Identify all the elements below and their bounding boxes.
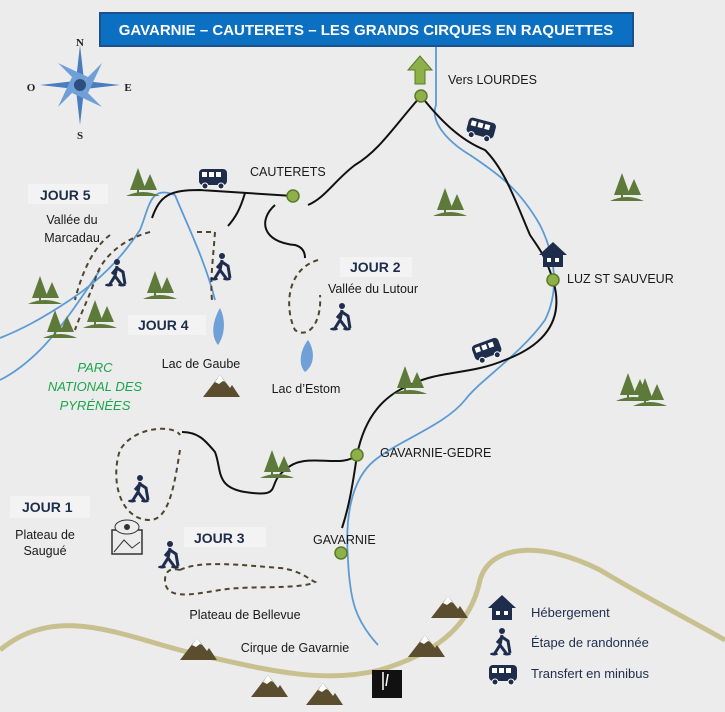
mountain-icon xyxy=(306,683,343,705)
legend-label: Hébergement xyxy=(531,605,610,620)
bus-icon xyxy=(198,168,228,190)
mountain-icon xyxy=(431,596,468,618)
hiker-icon xyxy=(156,539,181,570)
tree-icon xyxy=(126,168,160,196)
house-icon xyxy=(488,595,516,620)
compass-e: E xyxy=(124,82,131,94)
legend-label: Étape de randonnée xyxy=(531,635,649,650)
node-lourdes xyxy=(414,89,428,103)
jour1-label: JOUR 1 xyxy=(22,499,73,515)
jour1-place-1: Plateau de xyxy=(15,528,75,542)
roads xyxy=(151,95,558,529)
hiker-icon xyxy=(208,251,233,282)
cirque-icon xyxy=(372,670,402,698)
title-banner: GAVARNIE – CAUTERETS – LES GRANDS CIRQUE… xyxy=(99,12,634,47)
jour2-label: JOUR 2 xyxy=(350,259,401,275)
node-gedre xyxy=(350,448,364,462)
label-gavarnie: GAVARNIE xyxy=(313,533,376,547)
bus-icon xyxy=(464,116,498,144)
legend-label: Transfert en minibus xyxy=(531,666,650,681)
hiker-icon xyxy=(328,301,353,332)
house-icon xyxy=(539,242,567,267)
jour5-place-1: Vallée du xyxy=(46,213,97,227)
node-gavarnie xyxy=(334,546,348,560)
park-boundary xyxy=(0,547,725,679)
jour2-place: Vallée du Lutour xyxy=(328,282,418,296)
hiker-icon xyxy=(488,626,513,657)
jour3-box xyxy=(184,527,266,547)
jour1-box xyxy=(10,496,90,518)
label-lac-gaube: Lac de Gaube xyxy=(162,357,241,371)
jour5-box xyxy=(28,184,108,204)
compass-s: S xyxy=(77,130,83,142)
hiker-icon xyxy=(103,257,128,288)
tree-icon xyxy=(28,276,62,304)
tree-icon xyxy=(610,173,644,201)
tree-icon xyxy=(433,188,467,216)
tree-icon xyxy=(260,450,294,478)
map-title: GAVARNIE – CAUTERETS – LES GRANDS CIRQUE… xyxy=(119,22,614,39)
node-luz xyxy=(546,273,560,287)
compass-rose-icon xyxy=(40,45,120,125)
park-line-2: NATIONAL DES xyxy=(48,379,142,394)
bus-icon xyxy=(488,664,518,686)
jour2-box xyxy=(340,257,412,277)
park-line-3: PYRÉNÉES xyxy=(60,398,131,413)
tree-icon xyxy=(143,271,177,299)
label-gedre: GAVARNIE-GEDRE xyxy=(380,446,491,460)
trees xyxy=(28,168,667,478)
hiker-icon xyxy=(126,473,151,504)
mountain-icon xyxy=(203,375,240,397)
label-lourdes: Vers LOURDES xyxy=(448,73,537,87)
legend: Hébergement Étape de randonnée Transfert… xyxy=(488,595,650,686)
mountain-icon xyxy=(251,675,288,697)
hiking-trails xyxy=(74,231,322,596)
jour3-label: JOUR 3 xyxy=(194,530,245,546)
rivers xyxy=(0,45,555,646)
compass-n: N xyxy=(76,37,84,49)
label-lac-estom: Lac d’Estom xyxy=(272,382,341,396)
label-cirque: Cirque de Gavarnie xyxy=(241,641,349,655)
park-line-1: PARC xyxy=(77,360,113,375)
compass-w: O xyxy=(27,82,36,94)
lac-estom-shape xyxy=(300,340,313,372)
jour5-label: JOUR 5 xyxy=(40,187,91,203)
node-cauterets xyxy=(286,189,300,203)
arrow-up-icon xyxy=(406,55,434,85)
label-bellevue: Plateau de Bellevue xyxy=(189,608,300,622)
tree-icon xyxy=(83,300,117,328)
jour1-place-2: Saugué xyxy=(23,544,66,558)
jour4-label: JOUR 4 xyxy=(138,317,189,333)
label-luz: LUZ ST SAUVEUR xyxy=(567,272,674,286)
label-cauterets: CAUTERETS xyxy=(250,165,326,179)
lac-gaube-shape xyxy=(213,308,224,345)
bus-icon xyxy=(470,336,505,366)
jour5-place-2: Marcadau xyxy=(44,231,100,245)
mountain-icon xyxy=(408,635,445,657)
jour4-box xyxy=(128,315,206,335)
viewpoint-icon xyxy=(111,519,143,555)
